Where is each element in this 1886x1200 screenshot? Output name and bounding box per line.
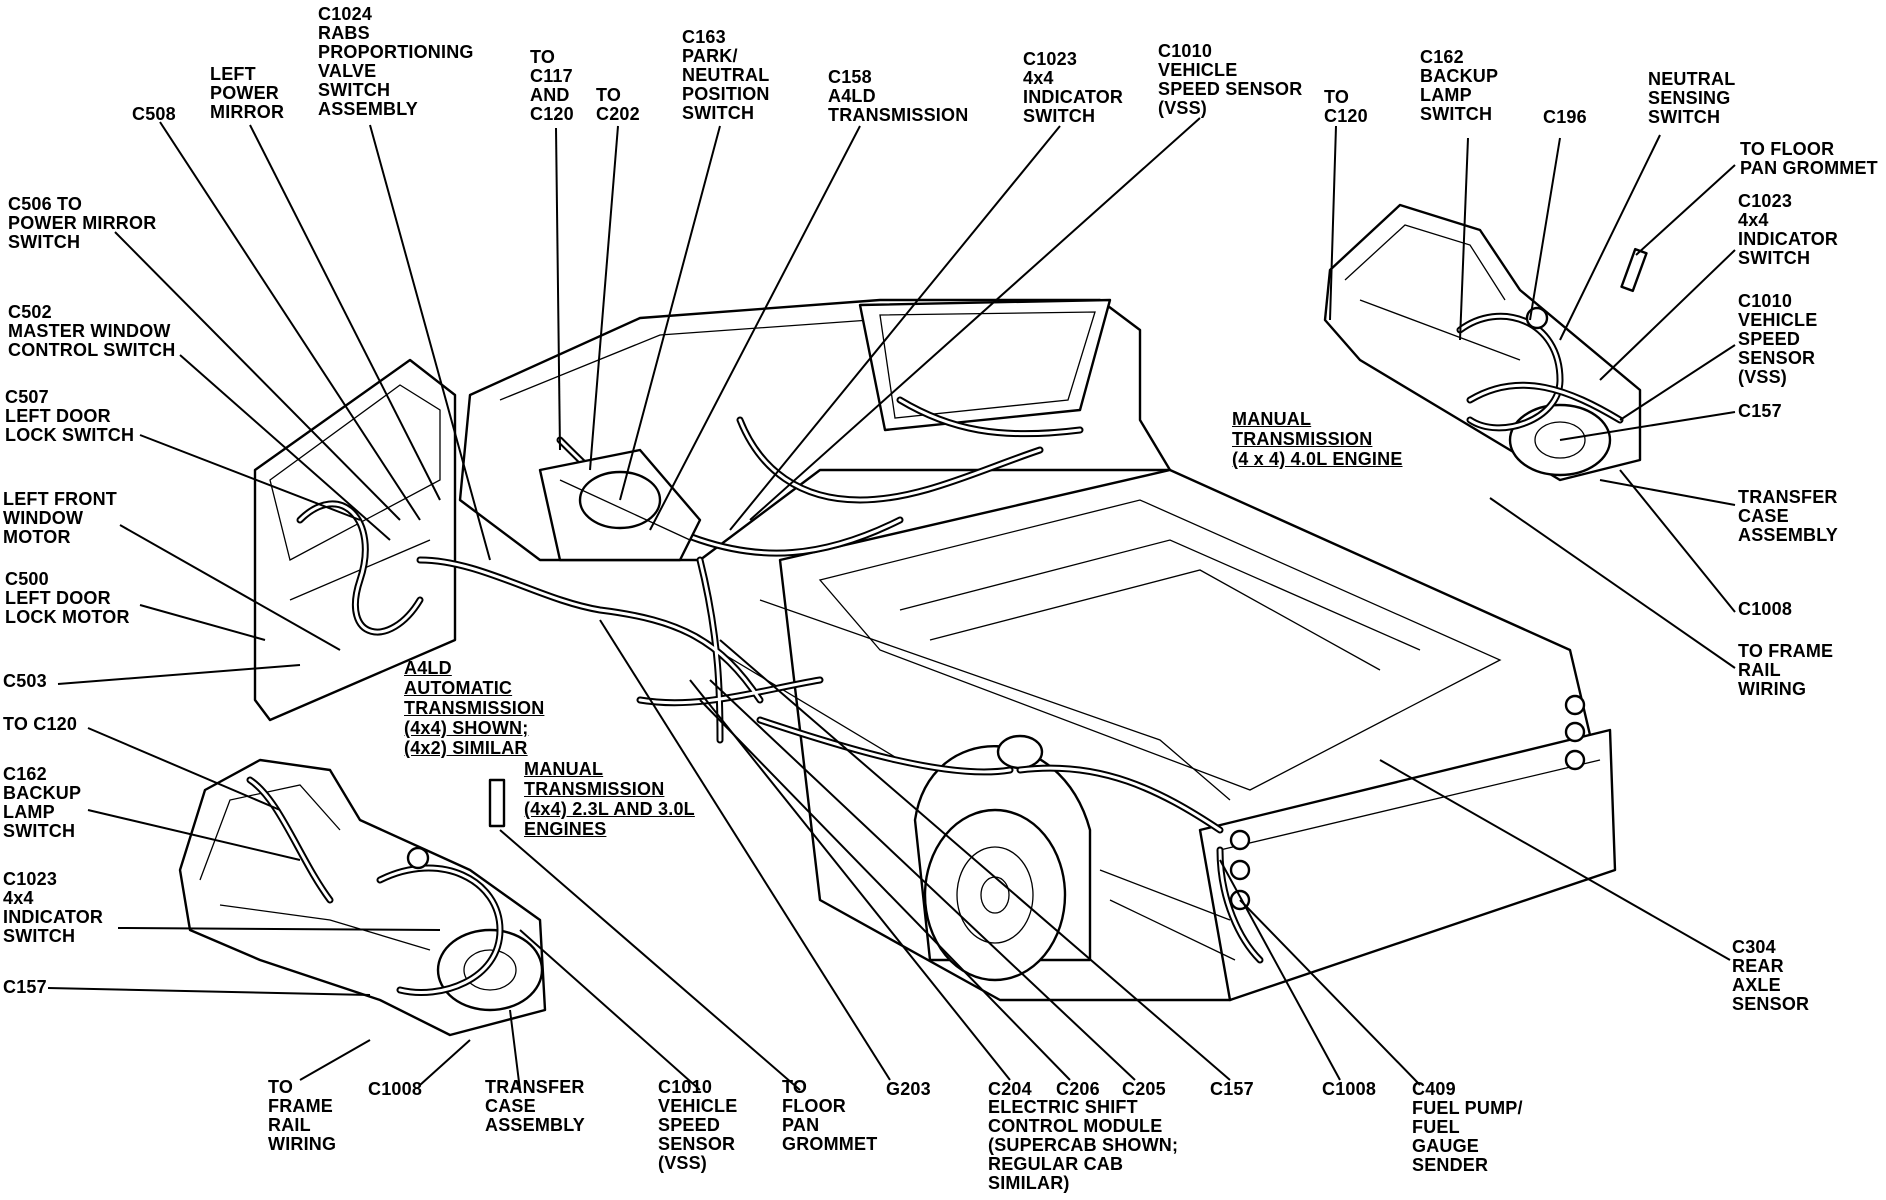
label-a4ld-5: (4x2) SIMILAR (404, 738, 528, 758)
label-manual-low-4: ENGINES (524, 819, 607, 839)
label-c157-right: C157 (1738, 401, 1782, 421)
label-c1008-right: C1008 (1738, 599, 1793, 619)
label-c157-left: C157 (3, 977, 47, 997)
label-c158: C158 A4LD TRANSMISSION (828, 67, 969, 125)
label-to-frame-left: TO FRAME RAIL WIRING (268, 1077, 337, 1154)
label-c206: C206 (1056, 1079, 1100, 1099)
label-to-c117: TO C117 AND C120 (530, 47, 574, 124)
label-left-power-mirror: LEFT POWER MIRROR (210, 64, 285, 122)
label-manual-trans-top-3: (4 x 4) 4.0L ENGINE (1232, 449, 1403, 469)
leader-lines (47, 117, 1736, 1091)
label-c503: C503 (3, 671, 47, 691)
label-c507: C507 LEFT DOOR LOCK SWITCH (5, 387, 135, 445)
label-ecm: ELECTRIC SHIFT CONTROL MODULE (SUPERCAB … (988, 1097, 1179, 1193)
label-c1023-right: C1023 4x4 INDICATOR SWITCH (1738, 191, 1839, 268)
label-c508: C508 (132, 104, 176, 124)
label-c409: C409 FUEL PUMP/ FUEL GAUGE SENDER (1412, 1079, 1523, 1175)
label-a4ld-4: (4x4) SHOWN; (404, 718, 529, 738)
label-c1008-left: C1008 (368, 1079, 423, 1099)
label-a4ld-1: A4LD (404, 658, 452, 678)
label-c196: C196 (1543, 107, 1587, 127)
label-manual-low-3: (4x4) 2.3L AND 3.0L (524, 799, 695, 819)
label-to-floor-top: TO FLOOR PAN GROMMET (1740, 139, 1878, 178)
label-transfer-left: TRANSFER CASE ASSEMBLY (485, 1077, 585, 1135)
label-c162-left: C162 BACKUP LAMP SWITCH (3, 764, 82, 841)
label-neutral-sensing: NEUTRAL SENSING SWITCH (1648, 69, 1736, 127)
label-to-c120-top: TO C120 (1324, 87, 1368, 126)
label-c1010-right: C1010 VEHICLE SPEED SENSOR (VSS) (1738, 291, 1818, 387)
label-manual-low-1: MANUAL (524, 759, 604, 779)
label-to-floor-bottom: TO FLOOR PAN GROMMET (782, 1077, 878, 1154)
label-c162-top: C162 BACKUP LAMP SWITCH (1420, 47, 1499, 124)
label-c500: C500 LEFT DOOR LOCK MOTOR (5, 569, 130, 627)
manual-transmission-inset-bottom (178, 758, 547, 1037)
label-c1024: C1024 RABS PROPORTIONING VALVE SWITCH AS… (318, 4, 474, 119)
label-g203: G203 (886, 1079, 931, 1099)
label-c1008-bottom: C1008 (1322, 1079, 1377, 1099)
label-to-frame-right: TO FRAME RAIL WIRING (1738, 641, 1834, 699)
label-transfer-right: TRANSFER CASE ASSEMBLY (1738, 487, 1838, 545)
wiring-harness (296, 396, 1264, 964)
label-a4ld-3: TRANSMISSION (404, 698, 545, 718)
label-c157-bottom: C157 (1210, 1079, 1254, 1099)
label-c304: C304 REAR AXLE SENSOR (1732, 937, 1810, 1014)
label-manual-trans-top-1: MANUAL (1232, 409, 1312, 429)
label-to-c202: TO C202 (596, 85, 640, 124)
label-c1023-left: C1023 4x4 INDICATOR SWITCH (3, 869, 104, 946)
manual-transmission-inset-top (1323, 203, 1648, 482)
label-c502: C502 MASTER WINDOW CONTROL SWITCH (8, 302, 176, 360)
label-a4ld-2: AUTOMATIC (404, 678, 513, 698)
label-c163: C163 PARK/ NEUTRAL POSITION SWITCH (682, 27, 770, 123)
label-c506: C506 TO POWER MIRROR SWITCH (8, 194, 157, 252)
label-c204: C204 (988, 1079, 1032, 1099)
label-c1023-top: C1023 4x4 INDICATOR SWITCH (1023, 49, 1124, 126)
label-c205: C205 (1122, 1079, 1166, 1099)
label-manual-trans-top-2: TRANSMISSION (1232, 429, 1373, 449)
label-c1010-top: C1010 VEHICLE SPEED SENSOR (VSS) (1158, 41, 1303, 118)
label-left-front-window: LEFT FRONT WINDOW MOTOR (3, 489, 117, 547)
label-c1010-bottom: C1010 VEHICLE SPEED SENSOR (VSS) (658, 1077, 738, 1173)
label-to-c120-left: TO C120 (3, 714, 78, 734)
label-manual-low-2: TRANSMISSION (524, 779, 665, 799)
